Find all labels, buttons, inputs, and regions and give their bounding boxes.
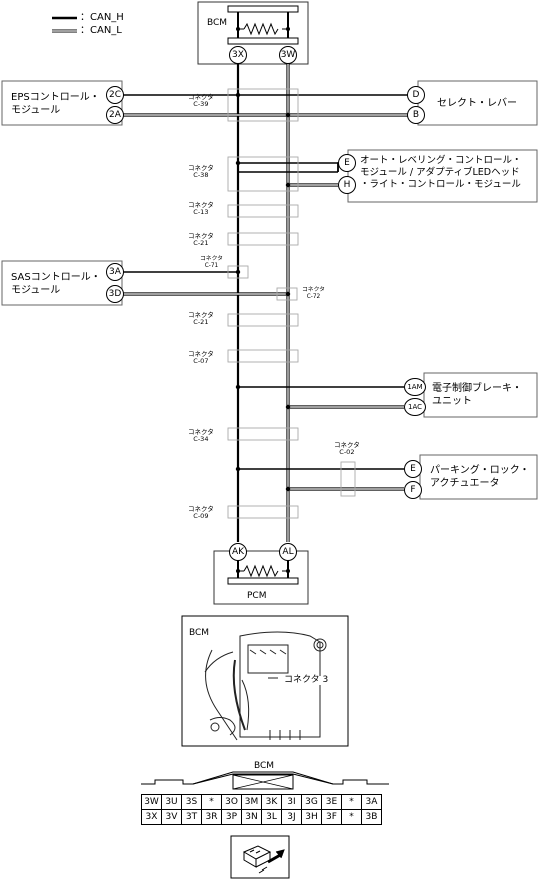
pin-cell: 3V [161,809,182,825]
eps-module-label: EPSコントロール・ モジュール [11,92,100,116]
connector-c38-box [227,156,299,192]
sas-module-box [1,260,123,306]
connector-c71-label: コネクタ C-71 [200,256,223,269]
bcm-pin-3x: 3X [229,46,247,64]
pin-cell: * [341,809,362,825]
parking-lock-pin-e: E [404,460,422,478]
pcm-pin-ak: AK [229,543,247,561]
pin-cell: 3H [301,809,322,825]
pinout-title: BCM [254,761,275,771]
pcm-label: PCM [247,591,267,601]
connector-c07-box [227,349,299,363]
pin-cell: 3E [321,794,342,810]
legend-can-h-label: ：CAN_H [80,12,124,23]
pin-cell: 3S [181,794,202,810]
connector-c13-label: コネクタ C-13 [188,201,214,217]
pin-cell: 3G [301,794,322,810]
connector-c09-box [227,505,299,519]
connector-c72-box [276,287,298,301]
pinout-outline [141,771,389,785]
connector-c34-box [227,427,299,441]
pin-cell: 3T [181,809,202,825]
pin-cell: 3P [221,809,242,825]
connector-c34-label: コネクタ C-34 [188,428,214,444]
ebcu-box [423,372,538,418]
parking-lock-pin-f: F [404,481,422,499]
eps-pin-2a: 2A [106,106,124,124]
connector-c21-label-2: コネクタ C-21 [188,311,214,327]
connector-c13-box [227,204,299,218]
sas-module-label: SASコントロール・ モジュール [11,272,101,296]
ebcu-pin-1am: 1AM [404,378,426,396]
bcm-pin-3w: 3W [279,46,297,64]
connector-c09-label: コネクタ C-09 [188,505,214,521]
pcm-pin-al: AL [279,543,297,561]
auto-leveling-pin-h: H [338,176,356,194]
pin-cell: 3J [281,809,302,825]
connector-c71-box [227,265,249,279]
select-lever-label: セレクト・レバー [437,98,517,109]
select-lever-pin-b: B [407,106,425,124]
pin-cell: 3K [261,794,282,810]
pin-cell: 3U [161,794,182,810]
connector-c39-box [227,88,299,122]
bcm-photo-sketch [204,631,327,741]
pcm-resistor [243,564,279,578]
pin-cell: 3L [261,809,282,825]
connector-c21-box-2 [227,313,299,327]
connector-c72-label: コネクタ C-72 [302,287,325,300]
pin-cell: 3I [281,794,302,810]
connector-c21-label-1: コネクタ C-21 [188,232,214,248]
auto-leveling-label: オート・レベリング・コントロール・ モジュール / アダプティブLEDヘッド ・… [360,155,522,190]
parking-lock-label: パーキング・ロック・ アクチュエータ [430,465,530,489]
pin-cell: 3N [241,809,262,825]
eps-module-box [1,80,123,126]
pinout-row-2: 3X 3V 3T 3R 3P 3N 3L 3J 3H 3F * 3B [141,809,382,825]
pin-cell: * [341,794,362,810]
sas-pin-3a: 3A [106,263,124,281]
sas-pin-3d: 3D [106,285,124,303]
pin-cell: 3W [141,794,162,810]
connector-c07-label: コネクタ C-07 [188,350,214,366]
photo-title: BCM [189,628,210,638]
photo-callout: コネクタ 3 [284,675,329,685]
pin-cell: * [201,794,222,810]
connector-c02-label: コネクタ C-02 [334,441,360,457]
pinout-row-1: 3W 3U 3S * 3O 3M 3K 3I 3G 3E * 3A [141,794,382,810]
connector-c21-box-1 [227,232,299,246]
ebcu-pin-1ac: 1AC [404,398,426,416]
bcm-resistor [243,22,279,36]
pin-cell: 3M [241,794,262,810]
select-lever-pin-d: D [407,86,425,104]
pin-cell: 3X [141,809,162,825]
pin-cell: 3B [361,809,382,825]
pinout-table: 3W 3U 3S * 3O 3M 3K 3I 3G 3E * 3A 3X 3V … [141,794,382,825]
connector-view-icon [242,845,285,874]
pin-cell: 3F [321,809,342,825]
pin-cell: 3O [221,794,242,810]
connector-c38-label: コネクタ C-38 [188,164,214,180]
auto-leveling-pin-e: E [338,154,356,172]
pin-cell: 3A [361,794,382,810]
ebcu-label: 電子制御ブレーキ・ ユニット [432,383,522,407]
eps-pin-2c: 2C [106,86,124,104]
parking-lock-box [419,454,538,500]
bcm-label: BCM [207,18,228,28]
connector-c39-label: コネクタ C-39 [188,93,214,109]
legend-can-l-label: ：CAN_L [80,25,122,36]
pin-cell: 3R [201,809,222,825]
connector-c02-box [340,461,356,497]
